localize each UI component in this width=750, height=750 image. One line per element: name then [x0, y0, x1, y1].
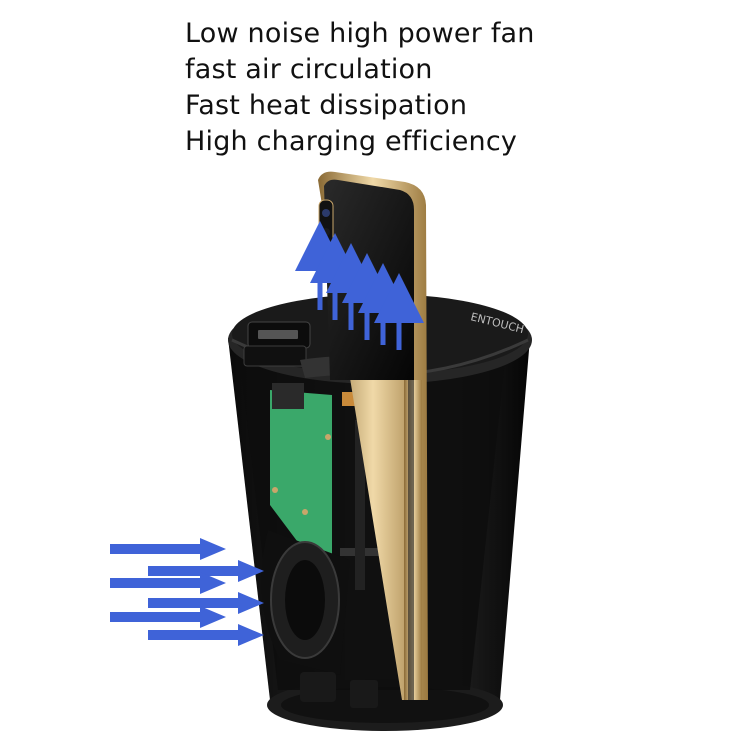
feature-line: fast air circulation [185, 54, 433, 85]
feature-line: Low noise high power fan [185, 18, 535, 49]
feature-line: High charging efficiency [185, 126, 518, 157]
airflow-in-arrows [110, 538, 264, 646]
airflow-up-arrows [295, 221, 424, 350]
feature-line: Fast heat dissipation [185, 90, 468, 121]
fan-housing [261, 420, 390, 708]
feature-list: Low noise high power fan fast air circul… [185, 16, 535, 160]
